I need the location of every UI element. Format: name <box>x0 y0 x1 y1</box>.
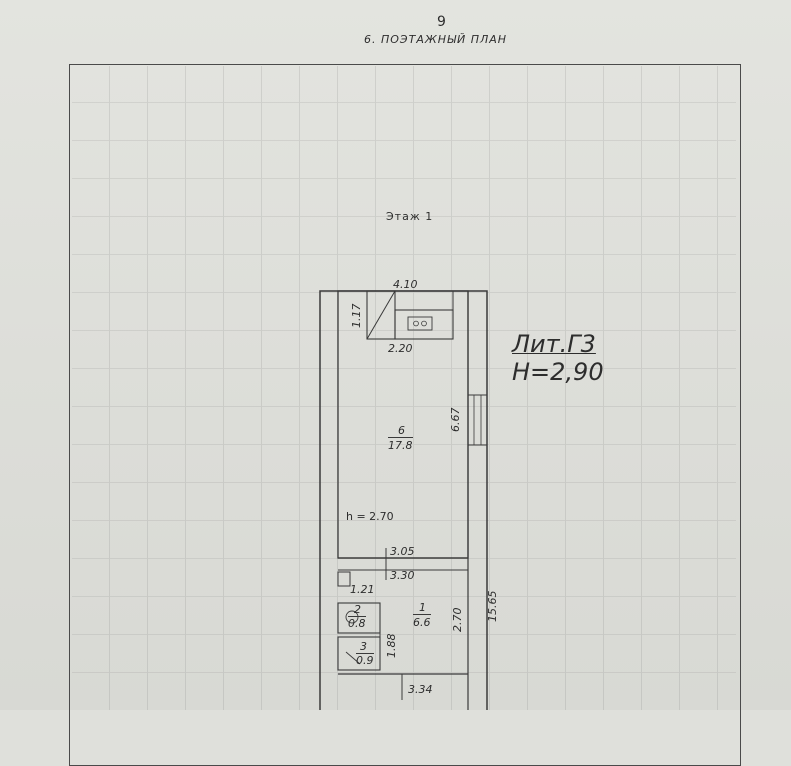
dim-3-30: 3.30 <box>390 569 415 582</box>
room-3-number: 3 <box>360 640 367 653</box>
page-number: 9 <box>437 14 446 30</box>
dim-bottom-3-34: 3.34 <box>408 683 433 696</box>
dim-total-length: 15.65 <box>486 590 499 623</box>
floor-label: Этаж 1 <box>386 210 434 223</box>
window-right <box>467 394 488 446</box>
dim-room1-length: 2.70 <box>451 607 464 633</box>
ceiling-height: h = 2.70 <box>346 510 394 523</box>
stove <box>394 309 454 340</box>
floor-plan-drawing <box>319 290 488 710</box>
dim-niche-width: 2.20 <box>388 342 413 355</box>
room-1-area: 6.6 <box>413 614 431 629</box>
room-2-number: 2 <box>354 603 361 616</box>
dim-top-width: 4.10 <box>393 278 418 291</box>
small-box-top <box>337 571 351 587</box>
dim-1-88: 1.88 <box>385 633 398 659</box>
toilet-symbol <box>345 610 359 624</box>
ghost-grid-background <box>72 66 736 710</box>
dim-1-21: 1.21 <box>350 583 375 596</box>
room-3-area: 0.9 <box>356 653 374 667</box>
dim-upper-left: 1.17 <box>350 303 363 329</box>
building-height-label: Н=2,90 <box>512 358 604 386</box>
dim-3-05: 3.05 <box>390 545 415 558</box>
room-2-area: 0.8 <box>348 616 366 630</box>
room-6-number: 6 <box>398 424 405 437</box>
dim-room6-length: 6.67 <box>449 407 462 433</box>
section-title: 6. ПОЭТАЖНЫЙ ПЛАН <box>364 33 508 46</box>
building-lit-label: Лит.Г3 <box>512 330 596 358</box>
room-6-area: 17.8 <box>388 437 413 452</box>
room-1-number: 1 <box>419 601 426 614</box>
